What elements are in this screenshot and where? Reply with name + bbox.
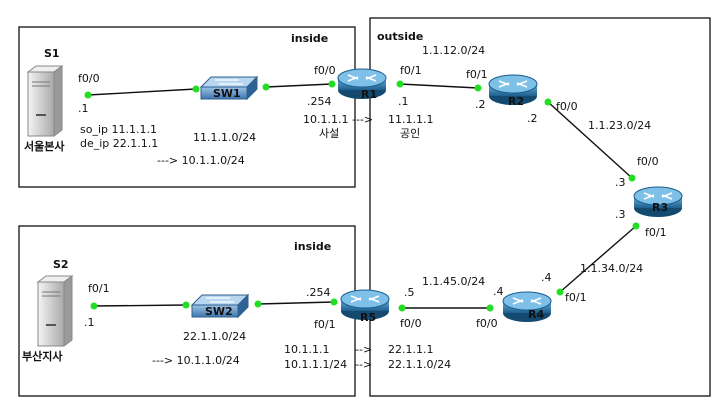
network-label-23: 1.1.23.0/24 xyxy=(588,119,651,132)
r4-f01-label: f0/1 xyxy=(565,291,587,304)
nat-top-public-ip: 11.1.1.1 xyxy=(388,113,433,126)
r1-inside-port: f0/0 xyxy=(314,64,336,77)
device-name-s1: S1 xyxy=(44,47,60,60)
s1-host-label: .1 xyxy=(78,102,89,115)
links xyxy=(87,83,637,309)
r4-host-left: .4 xyxy=(493,285,504,298)
link-r2-r3 xyxy=(547,101,633,179)
r3-f00-label: f0/0 xyxy=(637,155,659,168)
link-r3-r4 xyxy=(559,225,637,293)
server-s1-icon[interactable] xyxy=(27,65,63,137)
port-dots xyxy=(84,80,640,312)
r5-f00-label: f0/0 xyxy=(400,317,422,330)
device-name-r2: R2 xyxy=(508,95,524,108)
link-sw2-r5 xyxy=(257,301,335,305)
nat-bottom-1-arrow: --> xyxy=(355,343,372,356)
nat-bottom-2-from: 10.1.1.1/24 xyxy=(284,358,347,371)
r2-f00-label: f0/0 xyxy=(556,100,578,113)
outside-zone xyxy=(369,17,711,397)
zone-label-outside: outside xyxy=(377,30,423,43)
r1-outside-port: f0/1 xyxy=(400,64,422,77)
r4-host-top: .4 xyxy=(541,271,552,284)
r1-inside-host: .254 xyxy=(307,95,332,108)
r3-host-top: .3 xyxy=(615,176,626,189)
zone-label-inside-top: inside xyxy=(291,32,328,45)
s1-dest-ip: de_ip 22.1.1.1 xyxy=(80,137,158,150)
device-name-r5: R5 xyxy=(360,311,376,324)
zone-label-inside-bottom: inside xyxy=(294,240,331,253)
network-label-12: 1.1.12.0/24 xyxy=(422,44,485,57)
r4-f00-label: f0/0 xyxy=(476,317,498,330)
link-s2-sw2 xyxy=(93,304,187,307)
s1-port-label: f0/0 xyxy=(78,72,100,85)
route-label-top: ---> 10.1.1.0/24 xyxy=(157,154,245,167)
inside-top-zone xyxy=(18,26,356,188)
r5-f01-label: f0/1 xyxy=(314,318,336,331)
s2-port-label: f0/1 xyxy=(88,282,110,295)
device-name-r3: R3 xyxy=(652,201,668,214)
r2-f01-label: f0/1 xyxy=(466,68,488,81)
route-label-bottom: ---> 10.1.1.0/24 xyxy=(152,354,240,367)
r2-host-left: .2 xyxy=(475,98,486,111)
nat-top-private-ip: 10.1.1.1 xyxy=(303,113,348,126)
r3-host-bottom: .3 xyxy=(615,208,626,221)
r1-outside-host: .1 xyxy=(398,95,409,108)
r5-host-right: .5 xyxy=(404,286,415,299)
nat-top-arrow: ---> xyxy=(352,113,373,126)
link-s1-sw1 xyxy=(87,88,197,96)
link-sw1-r1 xyxy=(265,83,333,88)
nat-bottom-2-to: 22.1.1.0/24 xyxy=(388,358,451,371)
device-caption-s1: 서울본사 xyxy=(24,139,65,153)
nat-private-label: 사설 xyxy=(319,127,339,140)
network-label-45: 1.1.45.0/24 xyxy=(422,275,485,288)
r2-host-right: .2 xyxy=(527,112,538,125)
network-label-34: 1.1.34.0/24 xyxy=(580,262,643,275)
device-name-sw1: SW1 xyxy=(213,87,241,100)
device-name-s2: S2 xyxy=(53,258,69,271)
network-label-22: 22.1.1.0/24 xyxy=(183,330,246,343)
s1-source-ip: so_ip 11.1.1.1 xyxy=(80,123,157,136)
nat-public-label: 공인 xyxy=(400,127,420,140)
r5-inside-host: .254 xyxy=(306,286,331,299)
network-label-11: 11.1.1.0/24 xyxy=(193,131,256,144)
link-r1-r2 xyxy=(399,83,479,89)
device-name-r4: R4 xyxy=(528,308,544,321)
device-name-sw2: SW2 xyxy=(205,305,233,318)
s2-host-label: .1 xyxy=(84,316,95,329)
device-name-r1: R1 xyxy=(361,88,377,101)
nat-bottom-1-to: 22.1.1.1 xyxy=(388,343,433,356)
nat-bottom-2-arrow: --> xyxy=(355,358,372,371)
server-s2-icon[interactable] xyxy=(37,275,73,347)
device-caption-s2: 부산지사 xyxy=(22,349,63,363)
nat-bottom-1-from: 10.1.1.1 xyxy=(284,343,329,356)
r3-f01-label: f0/1 xyxy=(645,226,667,239)
